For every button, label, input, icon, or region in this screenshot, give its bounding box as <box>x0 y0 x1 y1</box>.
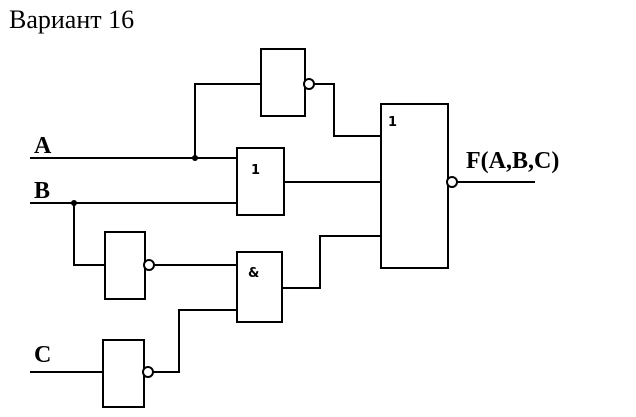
and-gate: & <box>236 251 283 323</box>
wire-not-a-to-nor <box>314 83 381 137</box>
not-gate-a <box>260 48 315 117</box>
or-gate-label: 1 <box>251 163 260 178</box>
or-gate: 1 <box>236 147 285 216</box>
nor-gate-label: 1 <box>388 115 397 130</box>
wire-a-branch <box>194 83 261 158</box>
not-gate-b <box>104 231 155 300</box>
wire-b-branch <box>73 203 105 266</box>
input-label-a: A <box>34 133 52 159</box>
input-label-c: C <box>34 342 51 368</box>
not-gate-c <box>102 339 154 408</box>
input-label-b: B <box>34 178 50 204</box>
output-label: F(A,B,C) <box>466 148 559 174</box>
wire-not-c-to-and <box>153 309 237 373</box>
page-title: Вариант 16 <box>9 5 135 34</box>
nor-gate-output: 1 <box>380 103 458 269</box>
and-gate-label: & <box>248 266 259 281</box>
wire-and-to-nor <box>282 235 381 289</box>
